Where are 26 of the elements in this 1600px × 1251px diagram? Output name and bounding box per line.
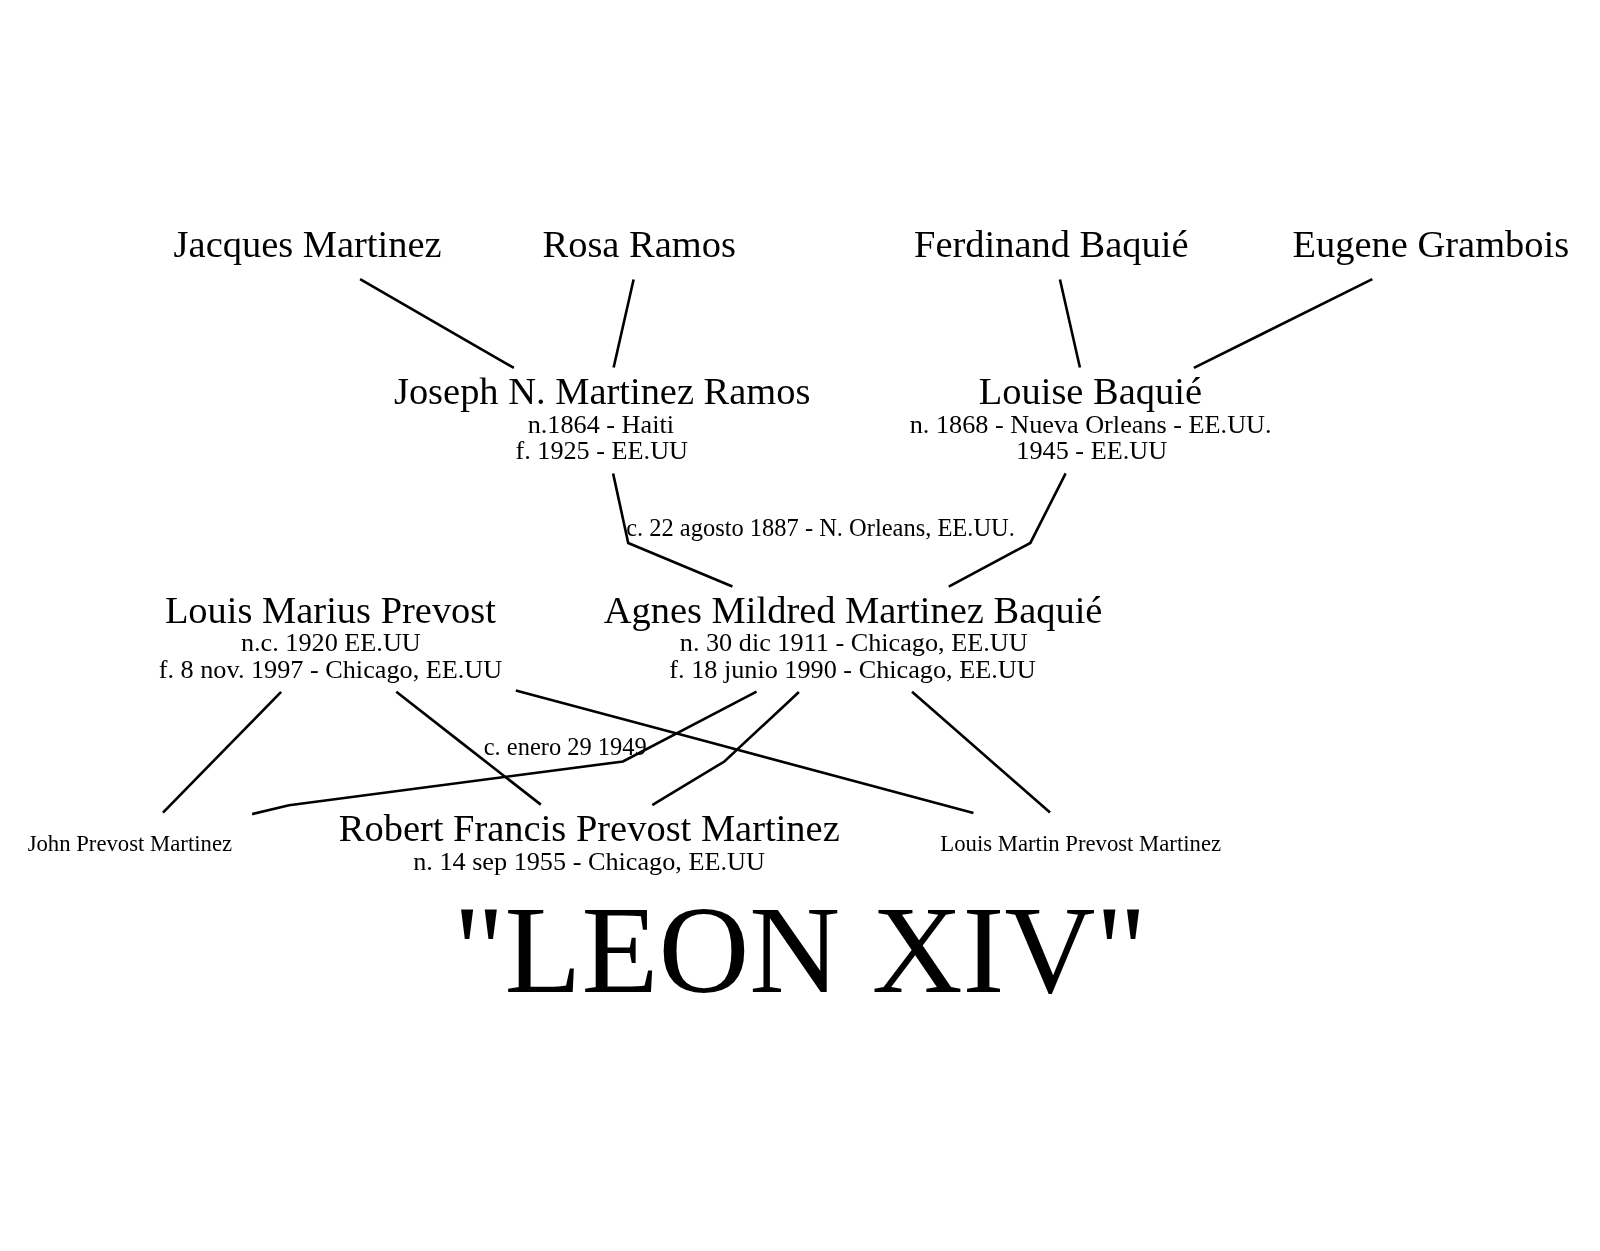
- connector: [612, 278, 635, 368]
- connector: [1058, 278, 1082, 368]
- connector: [359, 277, 515, 369]
- connector: [162, 690, 283, 813]
- connector: [395, 690, 542, 806]
- node-text: Ferdinand Baquié: [914, 222, 1189, 265]
- node-text: John Prevost Martinez: [27, 830, 233, 855]
- node-text: Eugene Grambois: [1292, 222, 1570, 265]
- edge-label: c. 22 agosto 1887 - N. Orleans, EE.UU.: [626, 513, 1015, 541]
- connector: [1193, 277, 1373, 369]
- node-text: Joseph N. Martinez Ramos n.1864 - Haiti f. 1925 - EE.UU: [393, 369, 811, 465]
- connector: [251, 690, 758, 815]
- connector: [651, 690, 800, 806]
- connector: [515, 688, 974, 814]
- connector: [611, 472, 733, 588]
- connector: [911, 690, 1051, 814]
- node-text: Jacques Martinez: [173, 222, 442, 265]
- caption: "LEON XIV": [453, 879, 1147, 1019]
- node-text: Louis Martin Prevost Martinez: [940, 830, 1222, 855]
- edge-label: c. enero 29 1949: [483, 732, 647, 760]
- node-text: Rosa Ramos: [542, 222, 736, 265]
- node-text: Robert Francis Prevost Martinez n. 14 sep 1955 - Chicago, EE.UU: [338, 806, 840, 876]
- node-text: Louise Baquié n. 1868 - Nueva Orleans - EE.UU. 1945 - EE.UU: [909, 369, 1272, 465]
- node-text: Louis Marius Prevost n.c. 1920 EE.UU f. 8 nov. 1997 - Chicago, EE.UU: [158, 588, 503, 684]
- node-text: Agnes Mildred Martinez Baquié n. 30 dic 1911 - Chicago, EE.UU f. 18 junio 1990 - Chicago, EE.UU: [603, 588, 1103, 684]
- connector: [948, 472, 1067, 588]
